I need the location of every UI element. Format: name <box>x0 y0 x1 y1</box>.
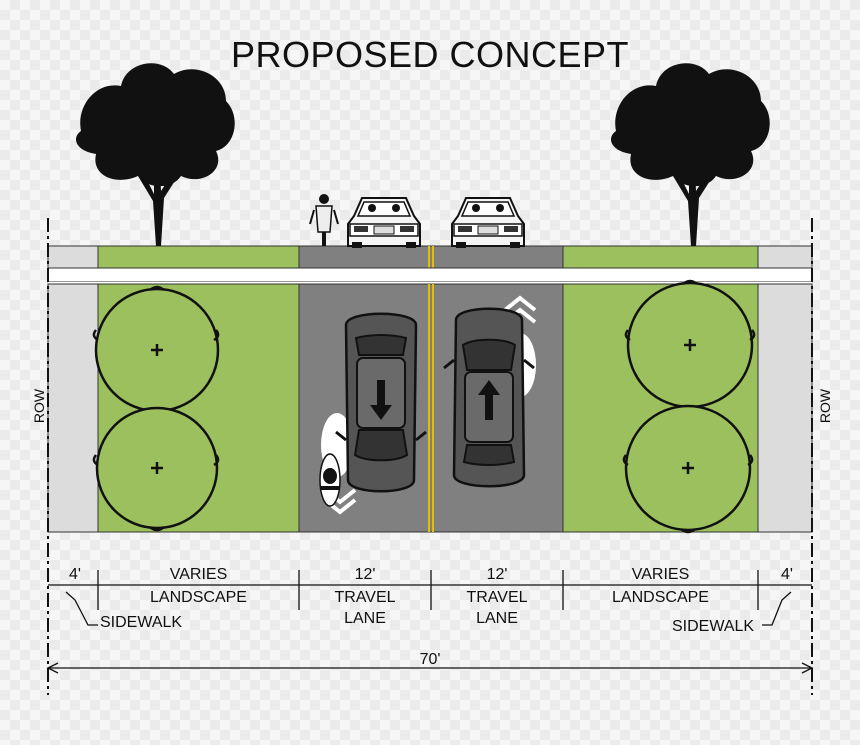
dim-total-width: 70' <box>419 651 441 668</box>
row-label-left: ROW <box>31 388 48 424</box>
diagram-title: PROPOSED CONCEPT <box>230 34 630 75</box>
cyclist-elevation <box>309 194 339 246</box>
car-elevation-right <box>451 197 525 249</box>
row-label-right: ROW <box>817 388 834 424</box>
label-lane-left-2: LANE <box>344 610 386 627</box>
dim-landscape-right: VARIES <box>631 566 690 583</box>
label-sidewalk-right: SIDEWALK <box>672 618 755 635</box>
plan-sidewalk-right <box>757 283 813 533</box>
elevation-view <box>47 61 813 283</box>
dim-sidewalk-right: 4' <box>781 566 793 583</box>
tree-elevation-right <box>609 61 772 248</box>
label-sidewalk-left: SIDEWALK <box>100 614 183 631</box>
car-elevation-left <box>347 197 421 249</box>
tree-elevation-left <box>74 61 237 248</box>
dim-sidewalk-left: 4' <box>69 566 81 583</box>
dim-lane-right: 12' <box>486 566 508 583</box>
elevation-roadway <box>298 245 564 269</box>
dim-lane-left: 12' <box>354 566 376 583</box>
elevation-curb-band <box>47 267 813 283</box>
elevation-landscape-left <box>97 245 300 269</box>
tree-canopy-left-1 <box>92 285 220 415</box>
label-landscape-right: LANDSCAPE <box>612 589 709 606</box>
label-landscape-left: LANDSCAPE <box>150 589 247 606</box>
label-lane-left-1: TRAVEL <box>334 589 396 606</box>
dimension-lines <box>46 570 814 674</box>
tree-canopies <box>92 279 756 534</box>
plan-view <box>47 279 813 534</box>
label-lane-right-1: TRAVEL <box>466 589 528 606</box>
tree-canopy-right-2 <box>622 404 754 534</box>
row-boundary-lines <box>47 218 813 695</box>
tree-canopy-left-2 <box>92 406 220 532</box>
arrow-down-icon <box>370 380 392 420</box>
label-lane-right-2: LANE <box>476 610 518 627</box>
cyclist-plan <box>319 453 341 507</box>
dim-landscape-left: VARIES <box>169 566 228 583</box>
elevation-landscape-right <box>562 245 759 269</box>
arrow-up-icon <box>478 380 500 420</box>
plan-sidewalk-left <box>47 283 99 533</box>
